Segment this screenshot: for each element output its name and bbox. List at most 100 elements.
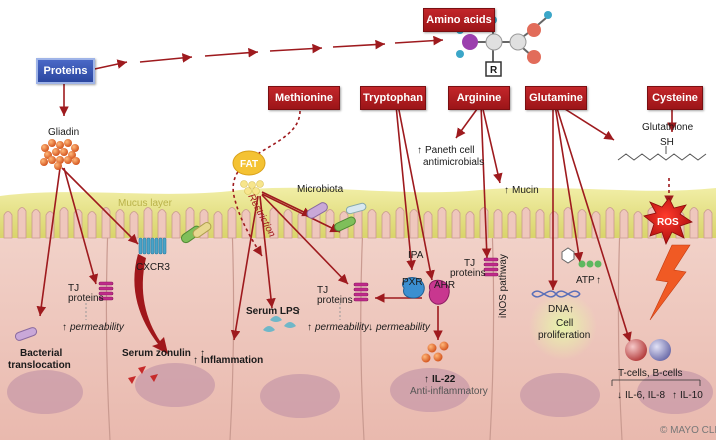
cxcr3-receptor xyxy=(138,237,167,255)
nucleus xyxy=(7,370,83,414)
gliadin-bead xyxy=(60,148,68,156)
phosphate xyxy=(586,260,594,268)
fat-droplet xyxy=(256,180,264,188)
microvillus xyxy=(381,211,391,239)
tj-label-3: TJ xyxy=(464,258,475,269)
arrow-arginine-paneth xyxy=(455,104,481,139)
ipa-label: IPA xyxy=(408,250,424,261)
arrow-methionine-restriction xyxy=(232,110,301,257)
microvillus xyxy=(143,207,153,239)
tj-label-2b: proteins xyxy=(317,295,353,306)
microvillus xyxy=(59,207,69,239)
gliadin-bead xyxy=(72,157,80,165)
cell-prolif-label-1: Cell xyxy=(556,318,573,329)
il10-label: IL-10 xyxy=(680,390,703,401)
tj-label-1: TJ xyxy=(68,283,79,294)
arrow-glutamine-tcells xyxy=(555,104,632,343)
glutamine-box: Glutamine xyxy=(525,86,587,110)
receptor-helix xyxy=(154,237,159,255)
atp-up: ↑ xyxy=(596,275,601,286)
arrow-gliadin-cxcr3 xyxy=(61,167,139,245)
il10-up: ↑ xyxy=(672,390,677,401)
gliadin-label: Gliadin xyxy=(48,127,79,138)
bead xyxy=(433,352,443,362)
nuclei xyxy=(7,363,713,418)
il6-down: ↓ xyxy=(617,390,622,401)
epithelium-layer xyxy=(0,187,716,440)
gliadin-bead xyxy=(56,141,64,149)
arrow-fat-lps xyxy=(259,195,276,309)
nucleus xyxy=(260,374,340,418)
receptor-helix xyxy=(142,237,147,255)
microvillus xyxy=(73,209,83,239)
zonulin-mark xyxy=(138,366,146,374)
methionine-box: Methionine xyxy=(268,86,340,110)
arrow-protein-chain xyxy=(89,59,128,71)
il22-label: IL-22 xyxy=(432,374,456,385)
microvillus xyxy=(3,211,13,239)
arrow-gliadin-tj xyxy=(63,167,99,285)
dna-icon xyxy=(531,290,581,298)
receptor-helix xyxy=(146,237,151,255)
gliadin-bead xyxy=(71,144,79,152)
bacterium-icon xyxy=(306,202,328,219)
nucleus xyxy=(520,373,600,417)
fat-blob xyxy=(232,150,266,176)
permeability-down-arrow: ↓ xyxy=(368,322,373,333)
tcells-label: T-cells, B-cells xyxy=(618,368,682,379)
nucleus xyxy=(390,368,470,412)
gliadin-bead xyxy=(52,148,60,156)
r-group-box xyxy=(485,61,502,77)
paneth-up: ↑ xyxy=(417,145,422,156)
arrow-fat-microbiota xyxy=(261,191,313,217)
tj-protein-icons xyxy=(98,257,499,302)
receptor-helix xyxy=(138,237,143,255)
ahr-label: AHR xyxy=(434,280,455,291)
ros-label: ROS xyxy=(657,217,679,228)
il6-il8-label: IL-6, IL-8 xyxy=(625,390,665,401)
arrow-fat-microbe2 xyxy=(261,193,341,233)
atp-icon xyxy=(561,247,602,268)
bead xyxy=(421,353,431,363)
microvillus xyxy=(605,207,615,239)
microvillus xyxy=(633,211,643,239)
microvillus xyxy=(465,211,475,239)
mucus-layer-label: Mucus layer xyxy=(118,198,173,209)
bead xyxy=(427,343,437,353)
lightning-icon xyxy=(649,244,691,321)
tryptophan-box: Tryptophan xyxy=(360,86,426,110)
microvillus xyxy=(577,209,587,239)
mucin-label: Mucin xyxy=(512,185,539,196)
microvillus xyxy=(689,207,699,239)
microvillus xyxy=(563,207,573,239)
gliadin-bead xyxy=(64,156,72,164)
microvillus xyxy=(549,211,559,239)
tj-protein-icon xyxy=(353,282,369,302)
oxygen-atom xyxy=(527,50,541,64)
arginine-box: Arginine xyxy=(448,86,510,110)
gliadin-bead xyxy=(54,162,62,170)
arrow-tryptophan-pxr xyxy=(395,104,416,271)
tj-label-2: TJ xyxy=(317,285,328,296)
gliadin-bead xyxy=(48,139,56,147)
microvillus xyxy=(507,211,517,239)
bacterium-icon xyxy=(14,327,38,341)
carbon-atom xyxy=(509,33,527,51)
microvillus xyxy=(17,207,27,239)
receptor-helix xyxy=(162,237,167,255)
t-cell-icon xyxy=(625,339,647,361)
serum-zonulin-label: Serum zonulin xyxy=(122,348,191,359)
anti-inflammatory-label: Anti-inflammatory xyxy=(410,386,488,397)
amino-acids-box: Amino acids xyxy=(423,8,495,32)
lps-mark xyxy=(284,322,296,328)
microbiota xyxy=(14,202,367,341)
zonulin-mark xyxy=(150,374,158,382)
gliadin-bead xyxy=(40,158,48,166)
tj-label-3b: proteins xyxy=(450,268,486,279)
lps-mark xyxy=(270,316,282,322)
arrow-gliadin-bacterial xyxy=(36,167,61,317)
microvillus xyxy=(213,211,223,239)
zonulin-mark xyxy=(128,376,136,384)
microvillus xyxy=(423,211,433,239)
microvillus xyxy=(437,207,447,239)
